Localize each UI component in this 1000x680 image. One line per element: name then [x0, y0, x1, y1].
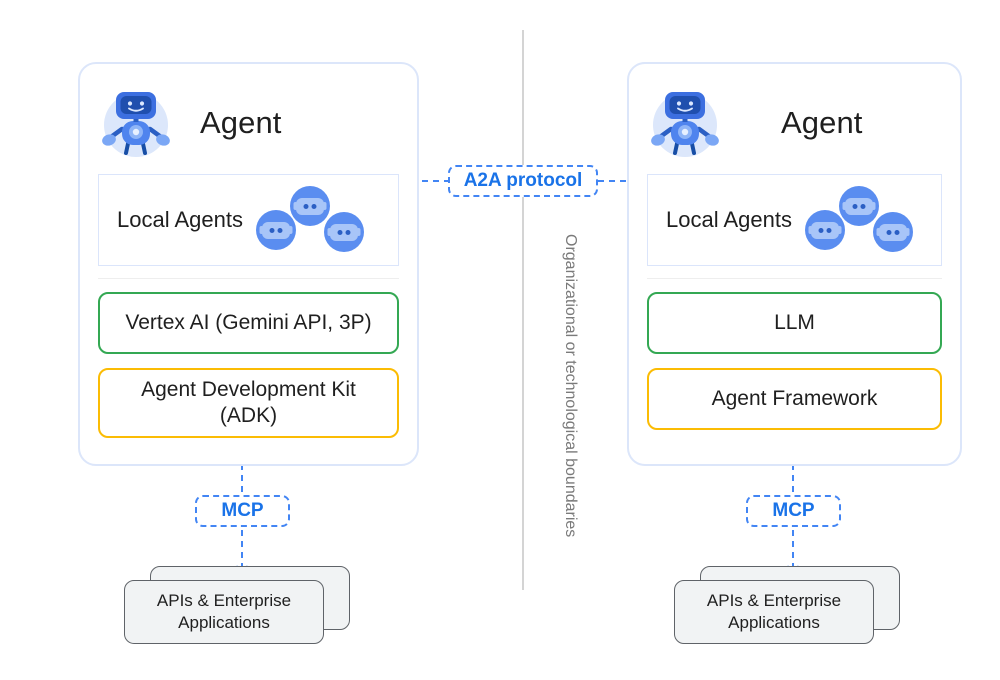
mini-agent-icon: [323, 211, 365, 253]
model-box-right: LLM: [647, 292, 942, 354]
a2a-protocol-badge: A2A protocol: [448, 165, 598, 197]
robot-avatar-icon: [647, 85, 723, 161]
agent-panel-left: Agent Local Agents: [78, 62, 419, 466]
local-agents-label-right: Local Agents: [666, 207, 792, 232]
agent-title-left: Agent: [200, 105, 282, 140]
robot-avatar-icon: [98, 85, 174, 161]
mcp-badge-left: MCP: [195, 495, 290, 527]
mini-agent-icon: [838, 185, 880, 227]
organizational-boundary-line: [522, 30, 524, 590]
panel-divider-left: [98, 278, 399, 279]
apis-card-front: APIs & Enterprise Applications: [674, 580, 874, 644]
local-agents-box-right: Local Agents: [647, 174, 942, 266]
organizational-boundary-label: Organizational or technological boundari…: [562, 234, 579, 538]
mini-agent-icon: [289, 185, 331, 227]
model-box-left: Vertex AI (Gemini API, 3P): [98, 292, 399, 354]
agent-panel-right: Agent Local Agents: [627, 62, 962, 466]
local-agent-icons-right: [802, 183, 922, 257]
apis-card-stack-left: APIs & Enterprise Applications: [124, 566, 354, 648]
a2a-connector: A2A protocol: [396, 165, 650, 203]
mini-agent-icon: [255, 209, 297, 251]
framework-box-right: Agent Framework: [647, 368, 942, 430]
local-agents-label-left: Local Agents: [117, 207, 243, 232]
apis-card-front: APIs & Enterprise Applications: [124, 580, 324, 644]
mini-agent-icon: [872, 211, 914, 253]
agent-title-right: Agent: [781, 105, 863, 140]
apis-card-stack-right: APIs & Enterprise Applications: [674, 566, 904, 648]
local-agent-icons-left: [253, 183, 373, 257]
agent-header-left: Agent: [98, 82, 399, 164]
framework-box-left: Agent Development Kit (ADK): [98, 368, 399, 438]
agent-header-right: Agent: [647, 82, 942, 164]
local-agents-box-left: Local Agents: [98, 174, 399, 266]
mcp-badge-right: MCP: [746, 495, 841, 527]
panel-divider-right: [647, 278, 942, 279]
mini-agent-icon: [804, 209, 846, 251]
